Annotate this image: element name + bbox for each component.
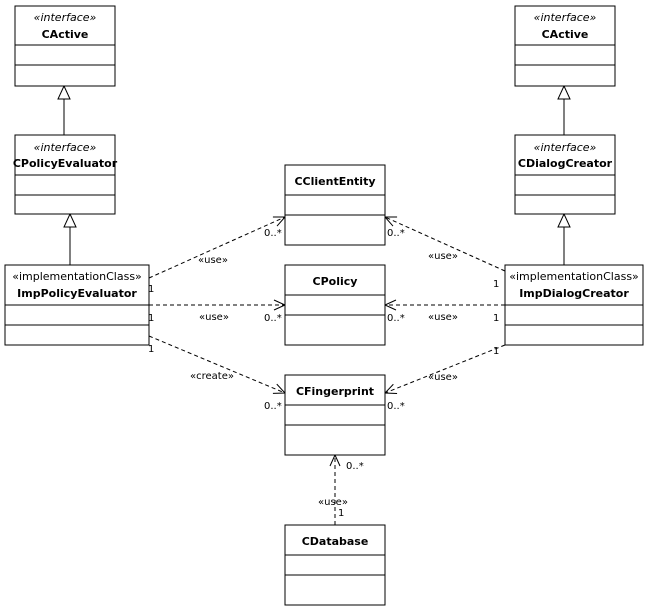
multiplicity-label: 1 [148, 284, 154, 295]
class-imppolicyevaluator: «implementationClass» ImpPolicyEvaluator [4, 264, 150, 346]
generalization-cdialogcreator-to-cactive [557, 84, 571, 135]
class-name: CDatabase [302, 535, 369, 548]
multiplicity-label: 1 [148, 344, 154, 355]
multiplicity-label: 1 [148, 313, 154, 324]
stereotype-label-use: «use» [428, 251, 458, 262]
class-name: CClientEntity [294, 175, 375, 188]
class-cclientEntity: CClientEntity [284, 164, 386, 246]
class-impdialogcreator: «implementationClass» ImpDialogCreator [504, 264, 644, 346]
dependency-impdialogcreator-to-cfingerprint [383, 344, 506, 395]
dependency-imppolicyevaluator-to-cclientEntity [148, 216, 287, 279]
multiplicity-label: 0..* [387, 228, 405, 239]
class-cdatabase: CDatabase [284, 524, 386, 606]
stereotype-label-use: «use» [318, 497, 348, 508]
stereotype-label-use: «use» [428, 372, 458, 383]
class-cpolicyevaluator: «interface» CPolicyEvaluator [13, 134, 118, 215]
generalization-impdialogcreator-to-cdialogcreator [557, 212, 571, 265]
class-stereotype: «implementationClass» [509, 270, 639, 283]
multiplicity-label: 0..* [387, 401, 405, 412]
class-name: CDialogCreator [518, 157, 613, 170]
class-cfingerprint: CFingerprint [284, 374, 386, 456]
class-name: CPolicyEvaluator [13, 157, 118, 170]
class-stereotype: «implementationClass» [12, 270, 142, 283]
stereotype-label-use: «use» [198, 255, 228, 266]
multiplicity-label: 0..* [346, 461, 364, 472]
multiplicity-label: 1 [493, 279, 499, 290]
dependency-impdialogcreator-to-cclientEntity [383, 216, 506, 272]
class-name: CFingerprint [296, 385, 374, 398]
multiplicity-label: 1 [493, 346, 499, 357]
stereotype-label-use: «use» [428, 312, 458, 323]
class-cpolicy: CPolicy [284, 264, 386, 346]
class-name: CActive [542, 28, 589, 41]
multiplicity-label: 0..* [264, 228, 282, 239]
stereotype-label-use: «use» [199, 312, 229, 323]
class-stereotype: «interface» [534, 11, 597, 24]
class-name: ImpDialogCreator [519, 287, 629, 300]
dependency-imppolicyevaluator-to-cfingerprint [148, 335, 287, 394]
class-cactive-right: «interface» CActive [514, 5, 616, 87]
class-name: CActive [42, 28, 89, 41]
generalization-cpolicyevaluator-to-cactive [57, 84, 71, 135]
generalization-imppolicyevaluator-to-cpolicyevaluator [63, 212, 77, 265]
stereotype-label-create: «create» [190, 371, 234, 382]
class-stereotype: «interface» [534, 141, 597, 154]
class-cactive-left: «interface» CActive [14, 5, 116, 87]
multiplicity-label: 1 [338, 508, 344, 519]
class-cdialogcreator: «interface» CDialogCreator [514, 134, 616, 215]
class-stereotype: «interface» [34, 141, 97, 154]
multiplicity-label: 0..* [264, 401, 282, 412]
multiplicity-label: 0..* [264, 313, 282, 324]
class-name: ImpPolicyEvaluator [17, 287, 137, 300]
class-name: CPolicy [313, 275, 358, 288]
class-stereotype: «interface» [34, 11, 97, 24]
multiplicity-label: 0..* [387, 313, 405, 324]
multiplicity-label: 1 [493, 313, 499, 324]
